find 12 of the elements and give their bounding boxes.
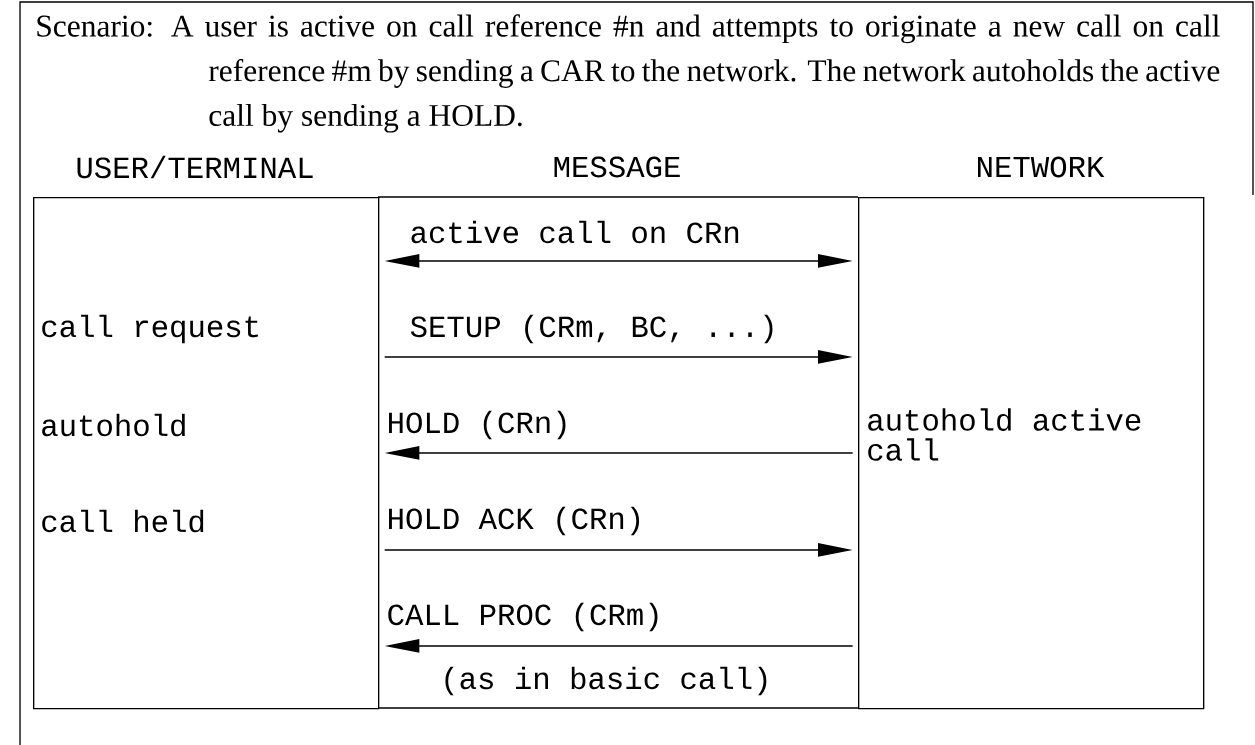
note-text: (as in basic call) [445,666,767,696]
column-heading: MESSAGE [554,156,680,178]
scenario-text: Scenario: A user is active on call reference #n and attempts to originate a new call on call reference #m by sending a CAR to the network. The network autoholds the active call by sending a HOLD. [37,14,1220,133]
message-label: SETUP (CRm, BC, ...) [408,313,779,345]
message-label: active call on CRn [408,219,743,245]
column-box: USER/TERMINAL call request autohold call held [33,155,380,710]
message-label: HOLD (CRn) [385,409,572,441]
column-box: NETWORK autohold active call [858,156,1205,710]
message-label: CALL PROC (CRm) [385,601,664,633]
node-label: USER/TERMINAL [77,155,313,179]
node-label: NETWORK [978,156,1105,178]
message-label: HOLD ACK (CRn) [385,505,646,537]
